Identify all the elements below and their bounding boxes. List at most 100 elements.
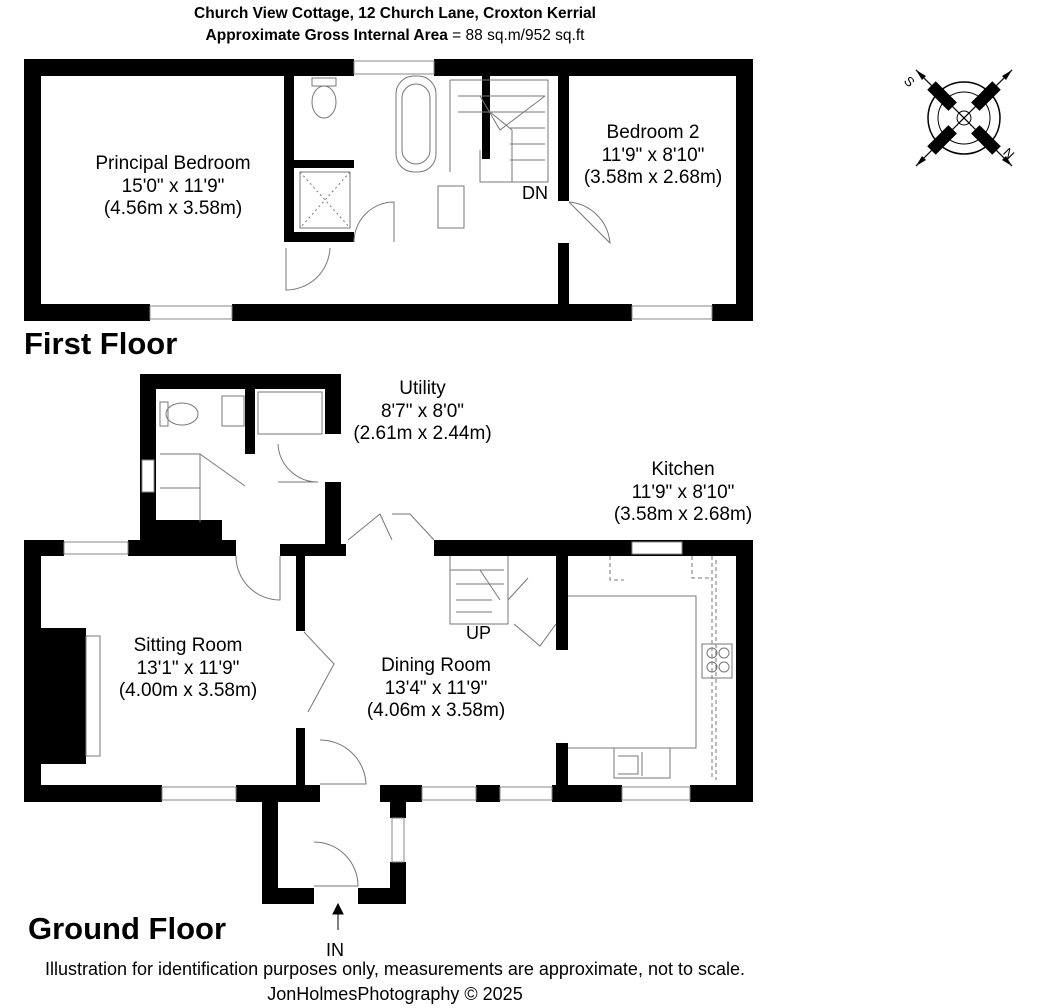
door-hall <box>319 739 367 785</box>
door-bath <box>353 201 395 243</box>
wall-first-bottom-a <box>24 304 150 321</box>
door-bed2 <box>568 201 611 245</box>
room-kitchen: Kitchen 11'9" x 8'10" (3.58m x 2.68m) <box>598 459 768 527</box>
door-french <box>347 513 435 541</box>
room-name: Utility <box>399 378 446 399</box>
wall-kitchen-left-upper <box>556 556 568 650</box>
door-understairs <box>513 623 557 647</box>
wall-bath-left <box>284 59 294 241</box>
door-utility <box>277 443 319 483</box>
room-sitting-room: Sitting Room 13'1" x 11'9" (4.00m x 3.58… <box>100 635 276 703</box>
wall-ground-bottom-d <box>476 785 500 802</box>
wall-utility-right-upper <box>325 374 341 434</box>
room-utility: Utility 8'7" x 8'0" (2.61m x 2.44m) <box>340 378 505 446</box>
chimney-breast <box>40 628 86 764</box>
entrance-arrow-head <box>332 902 344 915</box>
stairs-first <box>449 79 549 183</box>
wall-ground-bottom-e <box>552 785 622 802</box>
room-imperial: 13'4" x 11'9" <box>384 677 488 699</box>
window-sitting-bottom <box>161 786 237 801</box>
wall-shower-top <box>294 160 354 168</box>
room-name: Dining Room <box>381 655 491 676</box>
wall-wc-right <box>245 389 255 454</box>
bath-tub <box>395 75 437 173</box>
room-metric: (4.06m x 3.58m) <box>366 700 506 721</box>
plan-area: Approximate Gross Internal Area = 88 sq.… <box>0 27 790 45</box>
door-sitting-dining <box>303 631 335 713</box>
room-metric: (4.56m x 3.58m) <box>103 198 243 219</box>
wall-porch-left <box>262 796 278 904</box>
window-dining-2 <box>499 786 553 801</box>
room-metric: (4.00m x 3.58m) <box>118 680 258 701</box>
room-imperial: 11'9" x 8'10" <box>631 481 735 503</box>
wall-bath-bottom <box>284 232 354 242</box>
wall-porch-right-lower <box>390 862 406 904</box>
wall-bed2-left-lower <box>558 243 569 321</box>
window-bed2 <box>631 305 713 320</box>
wall-ground-left <box>24 540 41 802</box>
door-principal <box>285 247 331 291</box>
wall-utility-right-lower <box>325 482 341 552</box>
wall-porch-right-upper <box>390 796 406 818</box>
room-imperial: 8'7" x 8'0" <box>380 400 465 422</box>
wall-sitting-top-b <box>128 540 236 556</box>
toilet-first <box>311 85 337 119</box>
wall-utility-left <box>140 374 156 532</box>
room-metric: (2.61m x 2.44m) <box>353 423 492 444</box>
wall-porch-bottom-left <box>262 888 314 904</box>
area-label: Approximate Gross Internal Area <box>205 27 448 44</box>
room-dining-room: Dining Room 13'4" x 11'9" (4.06m x 3.58m… <box>348 655 524 723</box>
room-imperial: 13'1" x 11'9" <box>136 657 240 679</box>
room-imperial: 15'0" x 11'9" <box>121 175 225 197</box>
window-kitchen-top <box>631 541 683 555</box>
kitchen-worktop <box>568 595 697 749</box>
sink <box>613 747 671 779</box>
wall-ground-bottom-a <box>24 785 162 802</box>
wall-sitting-top-c <box>280 544 346 556</box>
wall-first-right <box>736 59 753 321</box>
hearth <box>85 635 101 757</box>
room-name: Principal Bedroom <box>95 153 251 174</box>
window-porch <box>391 817 405 863</box>
window-principal <box>149 305 233 320</box>
stairs-up-label: UP <box>466 623 492 643</box>
toilet-ground <box>165 402 199 426</box>
window-dining-1 <box>421 786 477 801</box>
hob <box>701 643 733 679</box>
wall-ground-bottom-f <box>690 785 753 802</box>
wall-bed2-left-upper <box>558 59 569 201</box>
basin-ground <box>221 395 245 427</box>
disclaimer: Illustration for identification purposes… <box>44 959 746 979</box>
compass <box>915 69 1013 167</box>
room-principal-bedroom: Principal Bedroom 15'0" x 11'9" (4.56m x… <box>78 153 268 221</box>
basin-first <box>437 185 465 229</box>
door-wc <box>199 453 246 487</box>
wall-stair-left <box>482 59 490 159</box>
shower-tray <box>299 171 351 229</box>
room-name: Bedroom 2 <box>606 122 700 143</box>
stairs-down-label: DN <box>522 183 548 203</box>
room-name: Sitting Room <box>133 635 243 656</box>
wall-ground-right <box>736 540 753 802</box>
window-kitchen-bottom <box>621 786 691 801</box>
wall-first-top-left <box>24 59 354 76</box>
wall-first-left <box>24 59 41 321</box>
window-utility <box>141 459 155 493</box>
credit: JonHolmesPhotography © 2025 <box>267 984 523 1004</box>
room-imperial: 11'9" x 8'10" <box>601 144 705 166</box>
ground-floor-title: Ground Floor <box>28 911 227 946</box>
wall-sitting-dining-lower <box>296 728 305 786</box>
door-sitting <box>235 555 281 601</box>
entrance-label: IN <box>326 940 344 960</box>
wall-sitting-dining-upper <box>296 556 305 631</box>
wall-ground-top-right <box>434 540 753 556</box>
wall-ground-bottom-b <box>236 785 320 802</box>
room-name: Kitchen <box>651 459 715 480</box>
room-bedroom-2: Bedroom 2 11'9" x 8'10" (3.58m x 2.68m) <box>568 122 738 190</box>
utility-worktop <box>257 391 323 435</box>
door-front <box>313 841 359 887</box>
wall-first-bottom-c <box>712 304 753 321</box>
window-bath <box>353 60 435 75</box>
window-sitting-top <box>63 541 129 555</box>
